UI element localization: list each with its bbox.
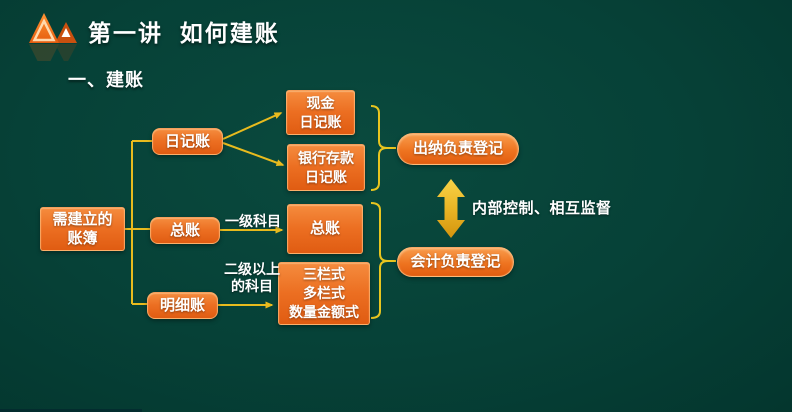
double-arrow-icon (437, 179, 465, 238)
node-ledger-formats: 三栏式 多栏式 数量金额式 (278, 262, 370, 325)
node-label: 明细账 (159, 296, 205, 314)
node-general-ledger-branch: 总账 (150, 217, 220, 244)
node-detail-ledger: 明细账 (147, 292, 218, 319)
section-heading: 一、建账 (68, 70, 144, 90)
edge-label-line: 的科目 (231, 278, 273, 294)
node-label: 日记账 (164, 132, 210, 150)
node-label-line: 日记账 (305, 168, 347, 185)
node-label: 总账 (309, 220, 340, 238)
node-label-line: 账簿 (67, 230, 98, 247)
node-label: 总账 (169, 221, 200, 239)
node-label-line: 银行存款 (298, 150, 354, 167)
brace-cashier-icon (370, 105, 388, 191)
node-label-line: 多栏式 (303, 284, 345, 301)
bottom-edge-strip (0, 409, 142, 412)
node-label-line: 数量金额式 (289, 304, 359, 321)
node-general-ledger: 总账 (287, 204, 363, 254)
pill-label: 会计负责登记 (410, 253, 501, 271)
node-label-line: 三栏式 (303, 265, 345, 282)
node-books-to-create: 需建立的 账簿 (40, 207, 125, 251)
page-title: 第一讲 如何建账 (88, 20, 280, 46)
brace-accountant-icon (370, 202, 389, 319)
node-label-line: 需建立的 (52, 210, 113, 228)
trunk-lines (124, 140, 152, 305)
edge-journal-cash (222, 112, 283, 140)
edge-label-line: 二级以上 (224, 261, 280, 277)
pill-accountant-registers: 会计负责登记 (397, 247, 514, 277)
edge-journal-bank (222, 142, 285, 167)
node-journal: 日记账 (152, 128, 223, 155)
edge-label-first-level: 一级科目 (225, 213, 281, 229)
node-bank-journal: 银行存款 日记账 (287, 144, 365, 191)
node-cash-journal: 现金 日记账 (286, 90, 355, 135)
node-label-line: 日记账 (299, 113, 342, 130)
logo-triangles-icon (29, 13, 77, 61)
pill-label: 出纳负责登记 (412, 140, 503, 158)
node-label-line: 现金 (306, 95, 335, 112)
pill-cashier-registers: 出纳负责登记 (397, 133, 519, 165)
edge-label-second-level: 二级以上 的科目 (214, 261, 290, 295)
annotation-internal-control: 内部控制、相互监督 (472, 200, 612, 217)
